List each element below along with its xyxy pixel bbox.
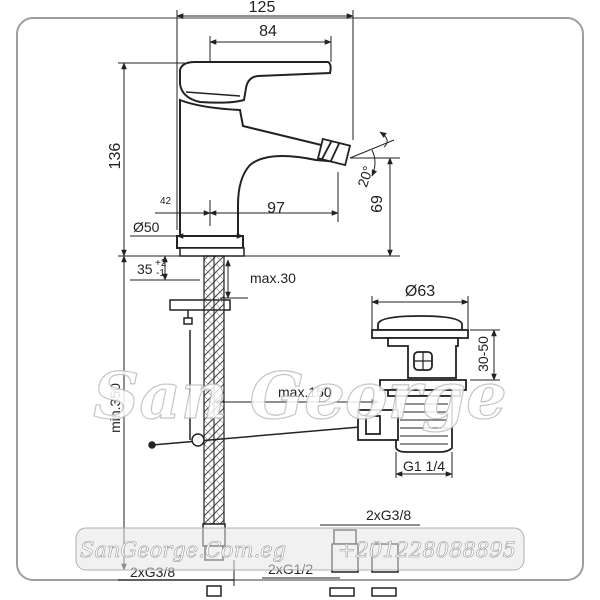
dim-overall-width-label: 125 [249,0,276,16]
dim-waste-thread-label: G1 1/4 [403,458,445,474]
drawing-border [16,17,584,581]
bidet-nozzle [316,137,352,167]
footer-banner [75,527,525,571]
dim-max-deck [220,259,248,299]
dim-rod-length-label: max.150 [278,384,332,400]
dim-deck-thickness-label: 35 [137,261,153,277]
watermark: San George [93,359,507,434]
dim-spout-height [244,157,400,257]
dim-waste-range [470,329,500,381]
mounting-shank [169,299,231,325]
popup-rod [148,330,361,449]
dim-base-offset-label: 42 [160,196,172,207]
dim-waste-range-label: 30-50 [475,336,491,372]
footer-website: SanGeorge.Com.eg [80,538,286,562]
dim-spout-height-label: 69 [369,195,386,213]
dim-deck-tol-minus: -1 [156,268,165,279]
dim-waste-diameter-label: Ø63 [405,283,435,300]
dim-base-diameter-label: Ø50 [133,219,160,235]
dim-height-label: 136 [107,143,124,170]
dim-spout-reach-label: 97 [267,200,285,217]
dim-deck-tol-plus: +2 [155,258,167,269]
dim-hose-length-label: min.350 [107,383,123,433]
dim-max-deck-label: max.30 [250,270,296,286]
dim-waste-thread [395,452,453,478]
dim-inlet-thread-b-label: 2xG3/8 [366,507,411,523]
dim-nozzle-angle-label: 20° [354,164,376,189]
dim-waste-diameter [371,296,469,330]
dim-base-row [130,172,339,239]
dim-body-width-label: 84 [259,23,277,40]
dim-overall-width [176,10,354,230]
faucet-body [176,61,344,257]
waste-assembly [357,315,469,453]
dim-deck-thickness [130,255,200,281]
footer-phone: +201228088895 [338,538,516,562]
